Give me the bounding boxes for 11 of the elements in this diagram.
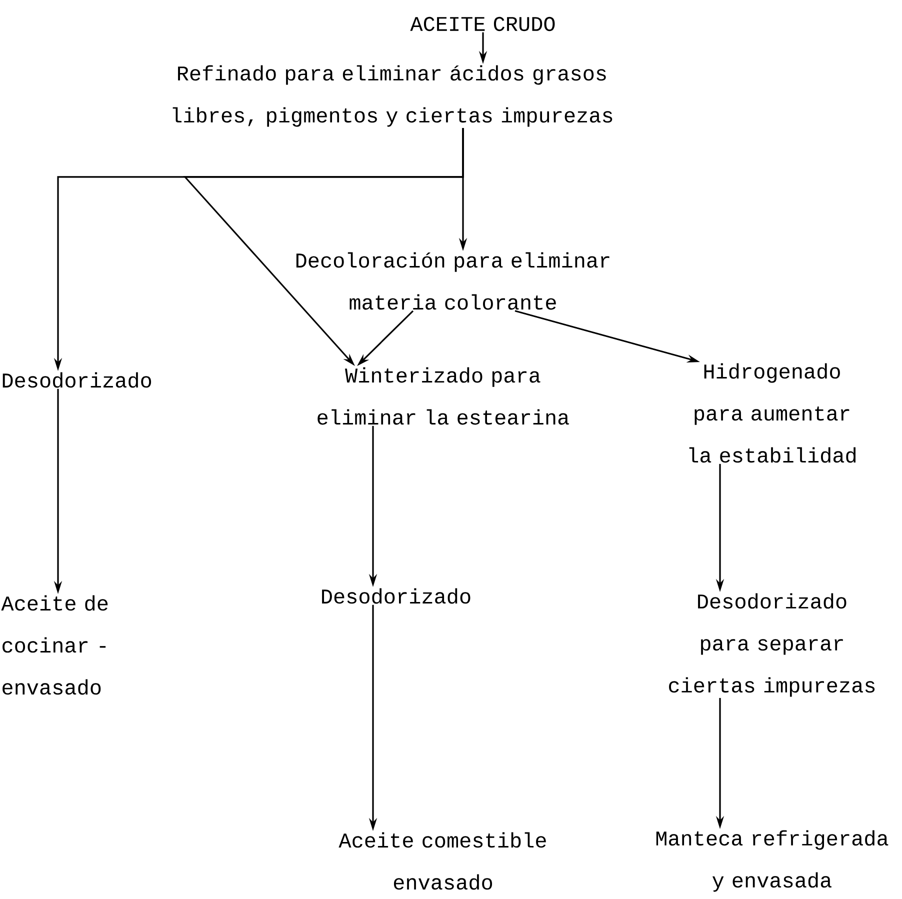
step-text: Manteca refrigerada y envasada [656,830,888,892]
step-text: Refinado para eliminar ácidos grasos libres, pigmentos y ciertas impurezas [172,65,612,127]
step-text: Desodorizado [2,372,152,388]
step-text: Hidrogenado para aumentar la estabilidad [689,363,856,463]
step-text: Winterizado para eliminar la estearina [318,367,569,425]
step-text: ACEITE CRUDO [410,16,555,32]
step-text: Aceite comestible envasado [338,832,546,890]
step-text: Decoloración para eliminar materia colorante [296,252,610,310]
step-text: Aceite de cocinar - envasado [1,595,108,695]
step-text: Desodorizado para separar ciertas impurezas [669,593,875,697]
step-text: Desodorizado [322,588,470,604]
